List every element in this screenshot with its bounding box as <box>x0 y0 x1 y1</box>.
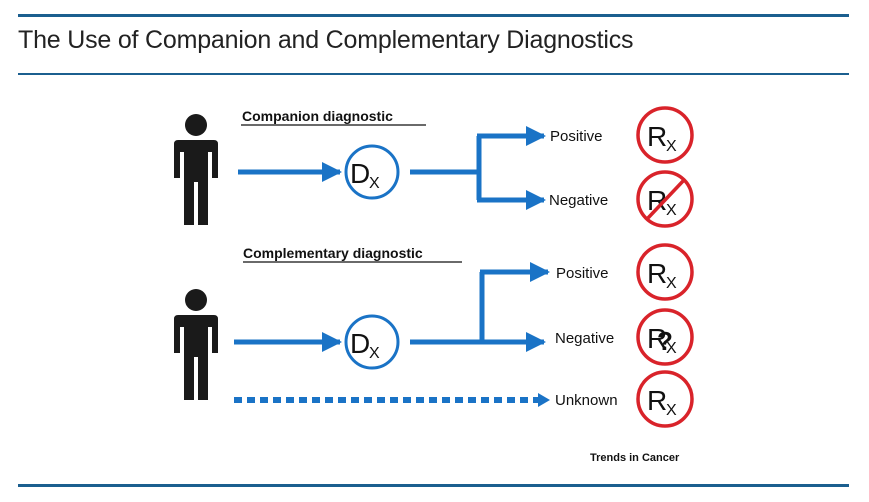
svg-text:X: X <box>666 202 677 219</box>
title-divider <box>18 73 849 75</box>
outcome-unknown-label: Unknown <box>555 392 618 409</box>
outcome-negative-label: Negative <box>555 330 614 347</box>
rx-circle-icon: R X <box>636 370 694 428</box>
svg-text:X: X <box>666 402 677 419</box>
bottom-rule <box>18 484 849 487</box>
dx-circle-icon: D X <box>344 314 400 370</box>
svg-text:X: X <box>666 138 677 155</box>
source-credit: Trends in Cancer <box>590 452 680 464</box>
svg-text:D: D <box>350 328 370 359</box>
svg-text:X: X <box>666 340 677 357</box>
companion-section: Companion diagnostic D X Positive Negati… <box>174 106 694 228</box>
complementary-section: Complementary diagnostic D X Positive Ne… <box>174 243 694 428</box>
outcome-positive-label: Positive <box>550 128 603 145</box>
svg-text:R: R <box>647 258 667 289</box>
person-icon <box>174 289 218 400</box>
prohibited-slash-icon <box>646 178 686 220</box>
question-mark-icon: ? <box>657 326 673 356</box>
svg-text:X: X <box>369 345 380 362</box>
outcome-negative-label: Negative <box>549 192 608 209</box>
dx-main: D <box>350 158 370 189</box>
rx-circle-icon: R X <box>636 106 694 164</box>
page-title: The Use of Companion and Complementary D… <box>18 26 634 54</box>
svg-text:R: R <box>647 185 667 216</box>
person-icon <box>174 114 218 225</box>
unknown-arrowhead <box>538 393 550 407</box>
svg-text:R: R <box>647 385 667 416</box>
dx-circle-icon: D X <box>344 144 400 200</box>
svg-text:R: R <box>647 323 667 354</box>
svg-text:R: R <box>647 121 667 152</box>
complementary-label: Complementary diagnostic <box>243 245 423 261</box>
rx-circle-icon: R X ? <box>636 308 694 366</box>
top-rule <box>18 14 849 17</box>
svg-text:X: X <box>666 275 677 292</box>
rx-circle-icon: R X <box>636 170 694 228</box>
companion-label: Companion diagnostic <box>242 108 393 124</box>
outcome-positive-label: Positive <box>556 265 609 282</box>
dx-sub: X <box>369 175 380 192</box>
rx-circle-icon: R X <box>636 243 694 301</box>
